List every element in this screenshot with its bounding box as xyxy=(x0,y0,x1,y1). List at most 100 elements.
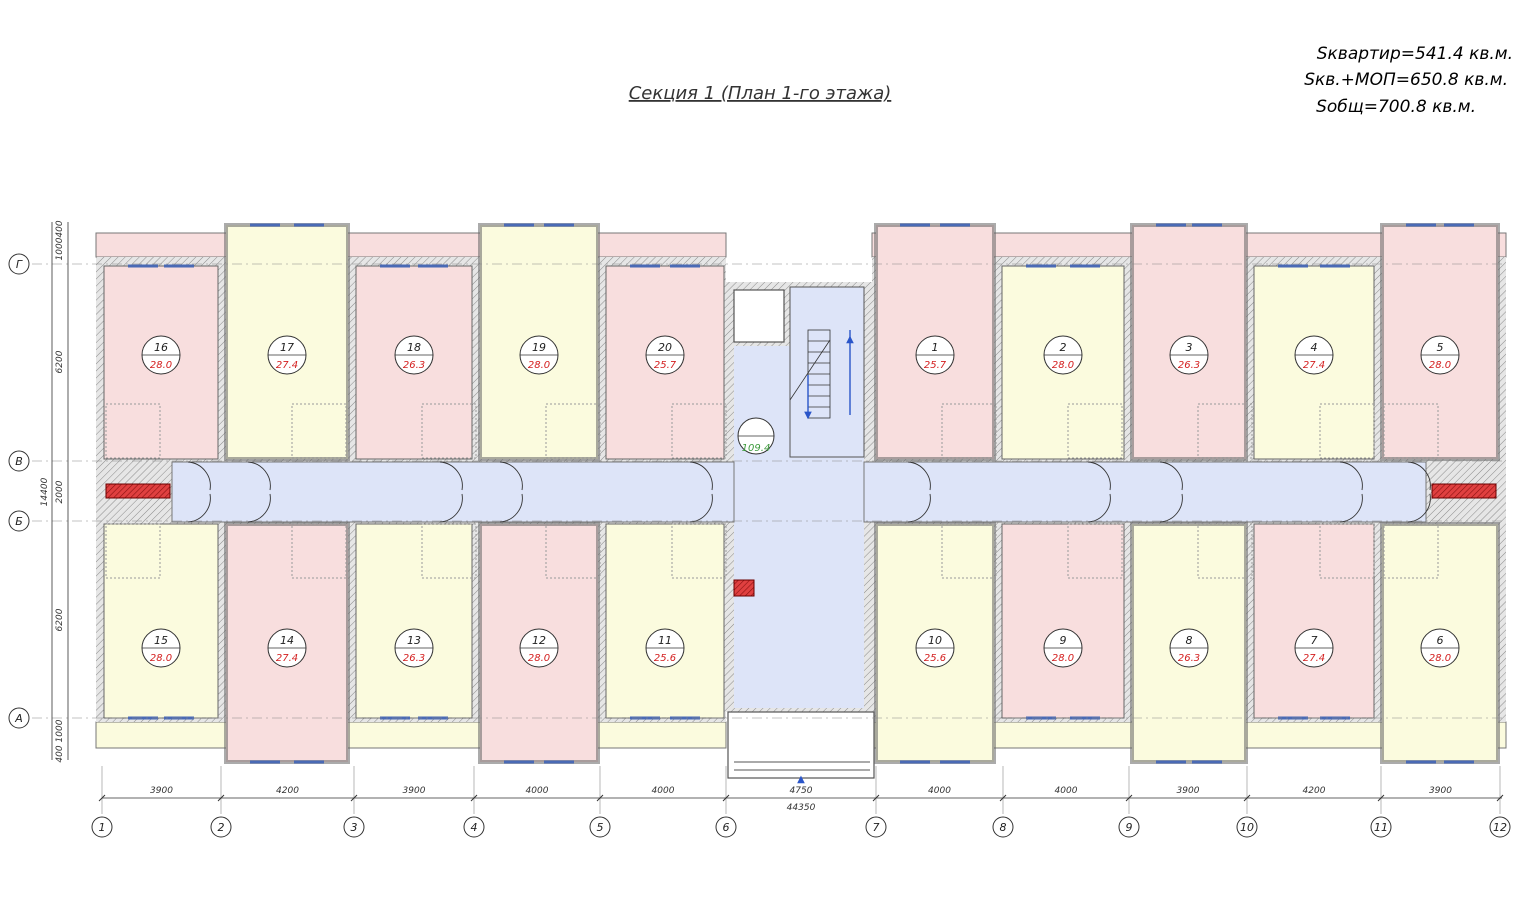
apartment-9: 928.0 xyxy=(1001,523,1125,720)
span-dimension: 3900 xyxy=(1429,786,1452,796)
apartment-area: 27.4 xyxy=(1303,653,1325,664)
apartment-1: 125.7 xyxy=(874,223,997,461)
apartment-number: 8 xyxy=(1186,634,1193,647)
apartment-number: 17 xyxy=(280,341,294,354)
col-axis-label: 10 xyxy=(1240,821,1254,834)
bathroom-outline xyxy=(1067,403,1123,459)
bathroom-outline xyxy=(1197,523,1253,579)
up-arrow-icon: ▲ xyxy=(846,334,854,345)
col-axis-label: 6 xyxy=(723,821,730,834)
door-swing xyxy=(1407,461,1431,491)
door-swing xyxy=(247,461,271,491)
door-swing xyxy=(1159,493,1183,523)
apartment-number: 4 xyxy=(1311,341,1318,354)
corridor-left xyxy=(171,461,735,523)
door-swing xyxy=(1407,493,1431,523)
row-axis-label: Г xyxy=(16,258,23,271)
area-summary: Sквартир=541.4 кв.м. Sкв.+МОП=650.8 кв.м… xyxy=(1304,44,1513,117)
col-axis-marker xyxy=(865,816,887,838)
door-swing xyxy=(1087,493,1111,523)
bathroom-outline xyxy=(105,403,161,459)
plan-title: Секция 1 (План 1-го этажа) xyxy=(629,83,892,104)
apartment-number: 13 xyxy=(407,634,421,647)
span-dimension: 3900 xyxy=(150,786,173,796)
bathroom-outline xyxy=(1383,403,1439,459)
bathroom-outline xyxy=(671,523,727,579)
apartment-number: 2 xyxy=(1060,341,1067,354)
apartment-area: 28.0 xyxy=(1429,360,1451,371)
entrance-vestibule xyxy=(727,711,875,779)
col-axis-label: 11 xyxy=(1374,821,1388,834)
span-dimension: 4000 xyxy=(1055,786,1078,796)
apartment-number: 11 xyxy=(658,634,672,647)
apartment-8: 826.3 xyxy=(1130,522,1253,764)
door-swing xyxy=(1339,493,1363,523)
col-axis-marker xyxy=(1118,816,1140,838)
apartment-area: 26.3 xyxy=(1178,360,1200,371)
apartment-area: 28.0 xyxy=(1052,360,1074,371)
apartment-number: 3 xyxy=(1186,341,1193,354)
area-apartments-common: Sкв.+МОП=650.8 кв.м. xyxy=(1304,70,1508,90)
apartment-19: 19 28.0 xyxy=(478,223,601,461)
apartment-3: 326.3 xyxy=(1130,223,1253,461)
apartment-18: 18 26.3 xyxy=(355,264,477,460)
dim-left-bot1: 1000 xyxy=(55,719,65,742)
bathroom-outline xyxy=(1067,523,1123,579)
door-swing xyxy=(1159,461,1183,491)
apartment-number: 18 xyxy=(407,341,421,354)
apartment-area: 26.3 xyxy=(403,360,425,371)
stair-flights xyxy=(789,329,851,419)
bathroom-outline xyxy=(421,403,477,459)
bathroom-outline xyxy=(291,403,347,459)
apartment-number: 6 xyxy=(1437,634,1444,647)
door-swing xyxy=(1339,461,1363,491)
corridor-right xyxy=(863,461,1427,523)
col-axis-marker xyxy=(715,816,737,838)
bathroom-outline xyxy=(545,523,601,579)
door-swing xyxy=(187,461,211,491)
apartment-number: 19 xyxy=(532,341,546,354)
door-swing xyxy=(907,461,931,491)
apartment-area: 25.7 xyxy=(924,360,947,371)
col-axis-marker xyxy=(463,816,485,838)
col-axis-label: 3 xyxy=(351,821,358,834)
col-axis-label: 9 xyxy=(1126,821,1133,834)
apartment-area: 28.0 xyxy=(528,653,550,664)
span-dimension: 4750 xyxy=(790,786,813,796)
dim-left-total: 14400 xyxy=(40,477,50,506)
bathroom-outline xyxy=(291,523,347,579)
apartment-area: 28.0 xyxy=(528,360,550,371)
door-swing xyxy=(689,461,713,491)
apartment-5: 528.0 xyxy=(1380,223,1500,461)
apartment-number: 16 xyxy=(154,341,168,354)
row-axis-label: В xyxy=(15,455,23,468)
row-axis-marker xyxy=(8,253,30,275)
bathroom-outline xyxy=(1383,523,1439,579)
row-axis-marker xyxy=(8,707,30,729)
row-axis-label: А xyxy=(14,712,23,725)
span-dimension: 4200 xyxy=(1303,786,1326,796)
span-dimension: 3900 xyxy=(1177,786,1200,796)
area-apartments: Sквартир=541.4 кв.м. xyxy=(1317,44,1513,64)
service-room xyxy=(733,289,785,343)
apartment-floor xyxy=(103,523,219,719)
col-axis-marker xyxy=(1489,816,1511,838)
col-axis-marker xyxy=(992,816,1014,838)
apartment-4: 427.4 xyxy=(1253,264,1375,460)
apartments-layer: 1628.01727.41826.31928.02025.7125.7228.0… xyxy=(103,223,1500,764)
bottom-dimensions: 44350 xyxy=(102,797,1502,813)
span-dimension: 4200 xyxy=(276,786,299,796)
col-axis-label: 1 xyxy=(99,821,106,834)
apartment-area: 27.4 xyxy=(276,653,298,664)
dim-left-bot2: 400 xyxy=(55,745,65,762)
entrance-arrow-icon: ▲ xyxy=(797,774,805,785)
apartment-area: 28.0 xyxy=(150,653,172,664)
apartment-floor xyxy=(605,523,725,719)
apartment-number: 1 xyxy=(932,341,939,354)
dim-left-top2: 1000 xyxy=(55,237,65,260)
